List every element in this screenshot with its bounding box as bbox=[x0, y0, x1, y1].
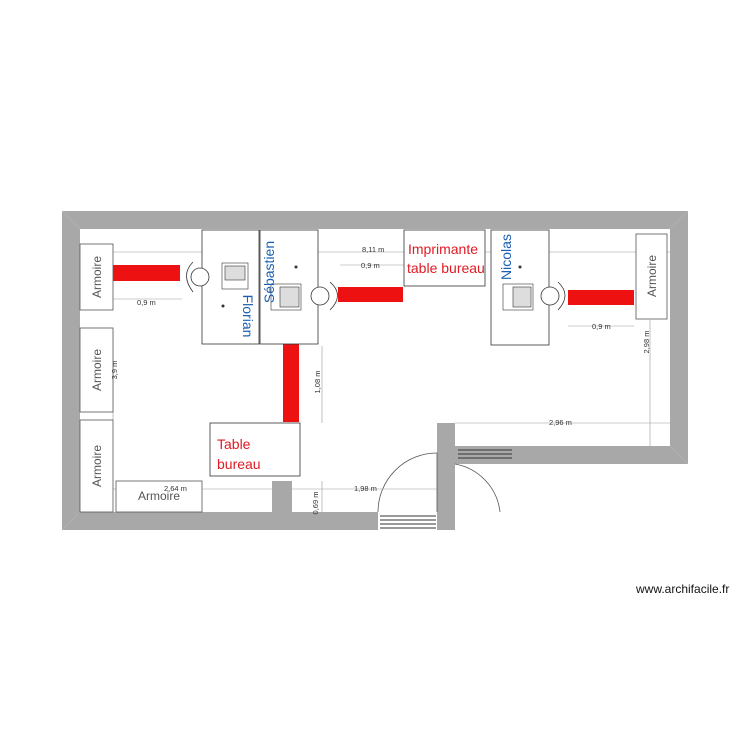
imprimante-label-2: table bureau bbox=[407, 260, 485, 276]
door-arc bbox=[377, 452, 438, 513]
dim-door-height: 0,69 m bbox=[311, 492, 320, 515]
armoire-1-label: Armoire bbox=[90, 256, 104, 298]
power-outlets bbox=[221, 265, 522, 308]
sebastien-label: Sébastien bbox=[261, 241, 277, 303]
wall-stub bbox=[272, 481, 292, 530]
armoire-2-label: Armoire bbox=[90, 349, 104, 391]
dim-vertical-gap: 1,08 m bbox=[313, 371, 322, 394]
wall-right bbox=[670, 211, 688, 464]
laptop-nicolas bbox=[502, 283, 534, 311]
dim-left-clearance: 0,9 m bbox=[137, 298, 156, 307]
clearance-vertical bbox=[283, 344, 299, 422]
walls bbox=[62, 211, 688, 530]
dim-right-height: 2,98 m bbox=[642, 331, 651, 354]
laptop-florian bbox=[221, 262, 249, 290]
watermark: www.archifacile.fr bbox=[635, 582, 729, 596]
dim-bottom-mid: 1,98 m bbox=[354, 484, 377, 493]
clearance-zones bbox=[113, 265, 634, 422]
dim-alcove-width: 2,96 m bbox=[549, 418, 572, 427]
armoire-1-box bbox=[79, 243, 114, 311]
door-arc-2 bbox=[454, 463, 501, 513]
wall-door-jamb bbox=[437, 423, 455, 530]
wall-bottom-mid bbox=[292, 512, 378, 530]
armoire-5-label: Armoire bbox=[645, 255, 659, 297]
armoire-4-label: Armoire bbox=[138, 489, 180, 503]
door bbox=[377, 449, 512, 529]
laptop-sebastien bbox=[270, 283, 302, 311]
dim-left-height: 3,9 m bbox=[110, 361, 119, 380]
wall-top bbox=[62, 211, 688, 229]
florian-label: Florian bbox=[240, 295, 256, 338]
chairs bbox=[186, 261, 566, 311]
desk-table bbox=[209, 422, 301, 477]
dim-gap-top: 0,9 m bbox=[361, 261, 380, 270]
clearance-right bbox=[568, 290, 634, 305]
wall-alcove-top bbox=[455, 446, 688, 464]
desk-imprimante bbox=[403, 229, 486, 287]
dim-bottom-left: 2,64 m bbox=[164, 484, 187, 493]
chair-sebastien bbox=[310, 281, 338, 311]
imprimante-label-1: Imprimante bbox=[408, 241, 478, 257]
table-label-1: Table bbox=[217, 436, 251, 452]
armoires bbox=[79, 233, 668, 513]
dim-right-clearance: 0,9 m bbox=[592, 322, 611, 331]
dim-total-width: 8,11 m bbox=[362, 245, 384, 254]
chair-nicolas bbox=[540, 281, 566, 311]
armoire-2-box bbox=[79, 327, 114, 413]
armoire-4-box bbox=[115, 480, 203, 513]
table-label-2: bureau bbox=[217, 456, 261, 472]
armoire-3-label: Armoire bbox=[90, 445, 104, 487]
wall-left bbox=[62, 211, 80, 530]
clearance-middle bbox=[338, 287, 403, 302]
door-threshold bbox=[380, 449, 512, 529]
armoire-5-box bbox=[635, 233, 668, 320]
clearance-left bbox=[113, 265, 180, 281]
chair-florian bbox=[186, 261, 210, 293]
wall-bottom-left bbox=[62, 512, 272, 530]
nicolas-label: Nicolas bbox=[498, 234, 514, 280]
laptops bbox=[221, 262, 534, 311]
armoire-3-box bbox=[79, 419, 114, 513]
